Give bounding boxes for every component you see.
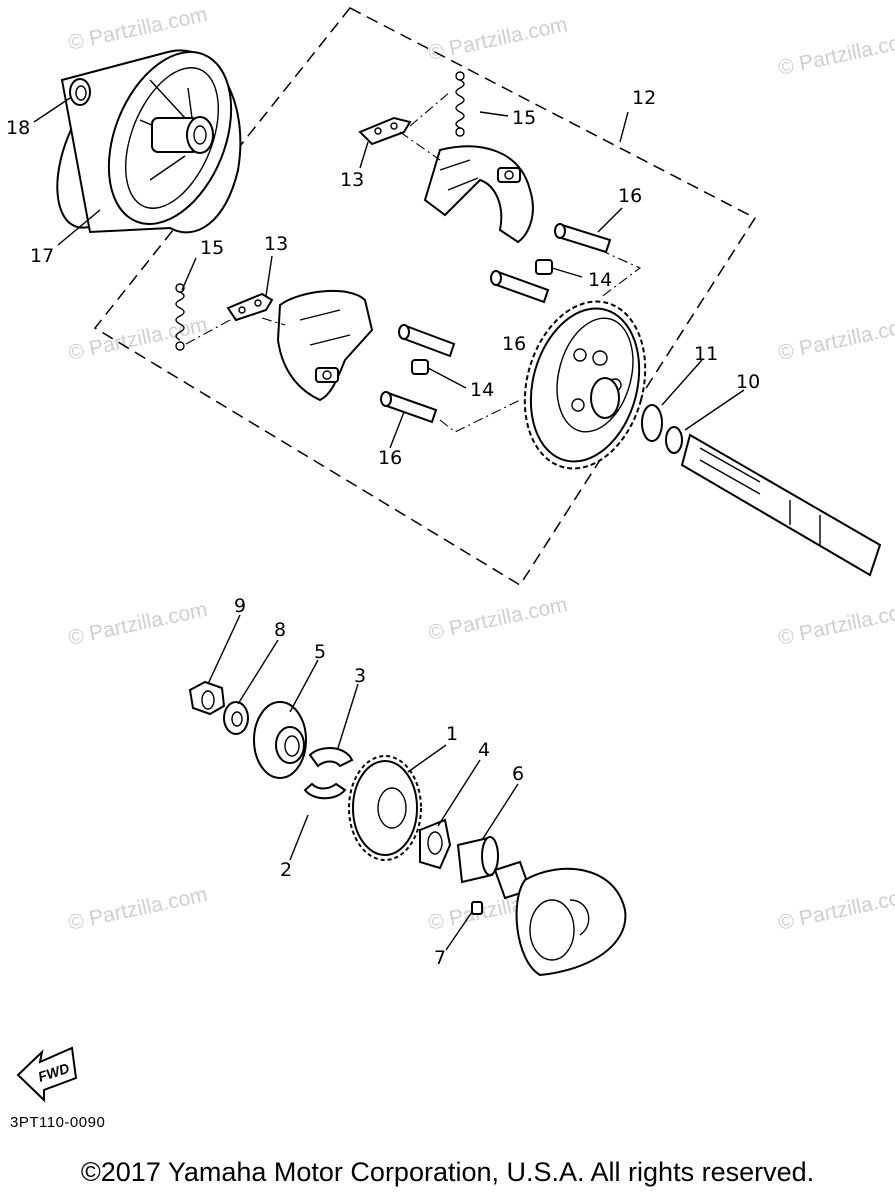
watermark: © Partzilla.com [776, 598, 895, 650]
callout-15: 15 [512, 107, 536, 129]
pin-lower [380, 391, 438, 424]
clutch-carrier-gear [523, 300, 647, 470]
callout-8: 8 [274, 619, 286, 641]
callout-16: 16 [618, 185, 642, 207]
callout-14: 14 [470, 379, 494, 401]
pin-upper [554, 223, 612, 254]
callout-16: 16 [502, 333, 526, 355]
lock-washer [223, 701, 249, 735]
crankshaft-end [493, 860, 627, 977]
callout-2: 2 [280, 859, 292, 881]
callout-13: 13 [264, 233, 288, 255]
primary-drive-gear [348, 755, 422, 861]
callout-numbers: 18 17 15 13 12 16 14 15 13 16 14 16 11 1… [6, 87, 760, 969]
circlip [69, 78, 91, 106]
assembly-centerline [439, 399, 521, 433]
callout-17: 17 [30, 245, 54, 267]
assembly-centerline [399, 131, 441, 161]
callout-1: 1 [446, 723, 458, 745]
callout-6: 6 [512, 763, 524, 785]
callout-4: 4 [478, 739, 490, 761]
leader-lines [33, 97, 745, 951]
watermark: © Partzilla.com [776, 313, 895, 365]
washer [641, 404, 663, 442]
watermark: © Partzilla.com [66, 313, 209, 365]
callout-3: 3 [354, 665, 366, 687]
spring-holder-upper [358, 116, 412, 146]
watermark: © Partzilla.com [66, 883, 209, 935]
watermark: © Partzilla.com [776, 883, 895, 935]
output-shaft [680, 433, 882, 577]
callout-16: 16 [378, 447, 402, 469]
one-way-clutch-hub [253, 701, 307, 779]
fwd-arrow-icon: FWD [16, 1046, 78, 1103]
callout-14: 14 [588, 269, 612, 291]
assembly-centerline [261, 317, 286, 326]
nut [188, 680, 226, 716]
watermark: © Partzilla.com [426, 13, 569, 65]
assembly-centerline [599, 249, 642, 299]
watermark: © Partzilla.com [66, 3, 209, 55]
clutch-spring-upper [455, 71, 465, 137]
assembly-centerline [409, 91, 451, 127]
watermark: © Partzilla.com [66, 598, 209, 650]
copyright-notice: ©2017 Yamaha Motor Corporation, U.S.A. A… [80, 1157, 815, 1187]
callout-7: 7 [434, 947, 446, 969]
spring-holder-lower [226, 292, 274, 322]
pin-shoe-lower [398, 324, 456, 358]
callout-15: 15 [200, 237, 224, 259]
one-way-clutch [303, 747, 354, 800]
callout-11: 11 [694, 343, 718, 365]
collar-lower [411, 359, 429, 375]
clutch-drum [56, 49, 242, 234]
diagram-reference-code: 3PT110-0090 [10, 1114, 106, 1131]
bush-collar [456, 836, 499, 884]
clutch-shoe-upper [423, 145, 534, 244]
woodruff-key [471, 901, 483, 915]
callout-10: 10 [736, 371, 760, 393]
clutch-shoe-lower [276, 289, 374, 402]
assembly-centerline [185, 319, 231, 345]
circlip-shaft [665, 426, 683, 454]
clutch-spring-lower [175, 283, 185, 351]
watermark: © Partzilla.com [776, 28, 895, 80]
callout-12: 12 [632, 87, 656, 109]
pin-middle [490, 270, 550, 304]
callout-9: 9 [234, 595, 246, 617]
collar-upper [535, 259, 553, 275]
plate-washer [419, 818, 452, 870]
callout-18: 18 [6, 117, 30, 139]
callout-13: 13 [340, 169, 364, 191]
callout-5: 5 [314, 641, 326, 663]
watermark: © Partzilla.com [426, 593, 569, 645]
